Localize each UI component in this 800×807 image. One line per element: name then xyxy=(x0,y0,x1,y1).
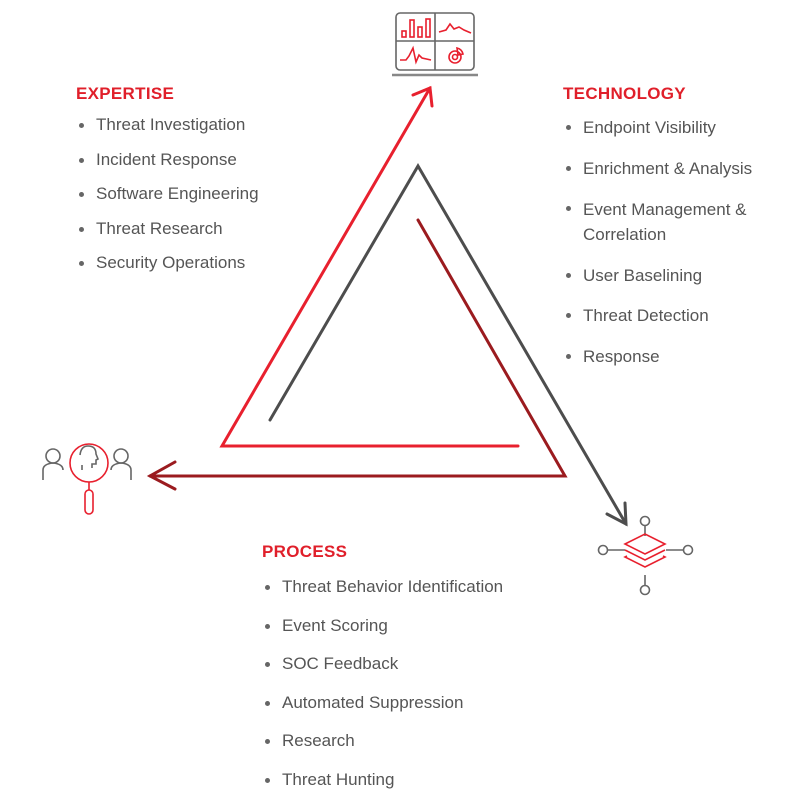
list-item: Threat Research xyxy=(76,218,259,240)
people-search-icon xyxy=(42,443,132,515)
list-item: Security Operations xyxy=(76,252,259,274)
dashboard-icon xyxy=(392,12,478,77)
list-item: Response xyxy=(563,345,783,369)
list-item: Automated Suppression xyxy=(262,692,503,714)
list-item: Event Scoring xyxy=(262,615,503,637)
list-item: SOC Feedback xyxy=(262,653,503,675)
expertise-arrow xyxy=(219,85,520,448)
list-item: Event Management & Correlation xyxy=(563,197,763,247)
list-item: Threat Investigation xyxy=(76,114,259,136)
expertise-section: EXPERTISE Threat Investigation Incident … xyxy=(76,84,259,287)
list-item: Threat Hunting xyxy=(262,769,503,791)
technology-section: TECHNOLOGY Endpoint Visibility Enrichmen… xyxy=(563,84,783,385)
list-item: Endpoint Visibility xyxy=(563,116,783,140)
list-item: Incident Response xyxy=(76,149,259,171)
process-arrow xyxy=(146,218,568,491)
list-item: Research xyxy=(262,730,503,752)
list-item: Threat Behavior Identification xyxy=(262,576,503,598)
technology-heading: TECHNOLOGY xyxy=(563,84,686,103)
expertise-heading: EXPERTISE xyxy=(76,84,175,103)
process-section: PROCESS Threat Behavior Identification E… xyxy=(262,542,503,807)
list-item: Threat Detection xyxy=(563,304,783,328)
technology-arrow xyxy=(268,163,628,527)
list-item: Software Engineering xyxy=(76,183,259,205)
data-layers-network-icon xyxy=(597,515,694,596)
list-item: User Baselining xyxy=(563,264,783,288)
process-heading: PROCESS xyxy=(262,542,348,561)
list-item: Enrichment & Analysis xyxy=(563,157,783,181)
